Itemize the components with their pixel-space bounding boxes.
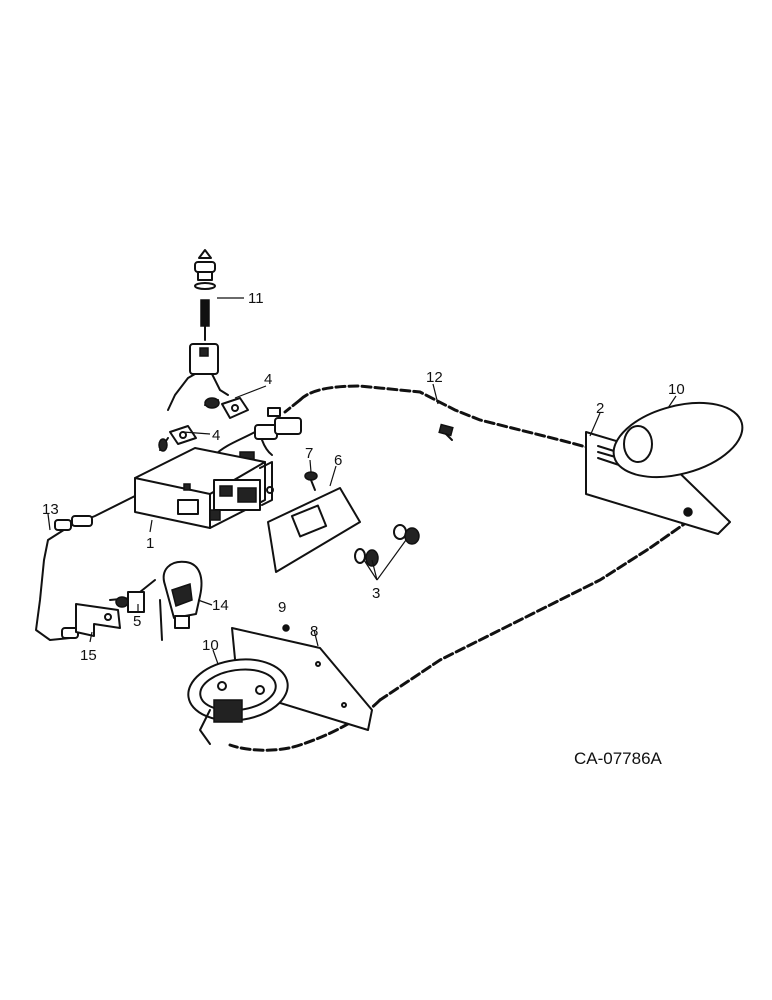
- speaker-left: [187, 658, 289, 745]
- radio-wiring-plug: [214, 407, 302, 463]
- harness-connectors: [438, 423, 454, 441]
- antenna-lead-bracket: [75, 603, 121, 637]
- callout-2: 2: [596, 400, 604, 417]
- callout-8: 8: [310, 623, 318, 640]
- radio-unit: [134, 447, 274, 529]
- callout-4-lower: 4: [212, 427, 220, 444]
- screw: [304, 471, 318, 491]
- callout-10-left: 10: [202, 637, 219, 654]
- knobs: [354, 524, 420, 567]
- callout-6: 6: [334, 452, 342, 469]
- callout-15: 15: [80, 647, 97, 664]
- callout-14: 14: [212, 597, 229, 614]
- leader-lines: [47, 297, 677, 665]
- callout-4-upper: 4: [264, 371, 272, 388]
- callout-3: 3: [372, 585, 380, 602]
- callout-13: 13: [42, 501, 59, 518]
- callout-12: 12: [426, 369, 443, 386]
- callout-labels: 11 4 4 12 2 10 7 6 1 13 3 14 5 15 9 8 10: [42, 290, 685, 664]
- callout-9: 9: [278, 599, 286, 616]
- callout-5: 5: [133, 613, 141, 630]
- callout-7: 7: [305, 445, 313, 462]
- callout-1: 1: [146, 535, 154, 552]
- mounting-brackets: [158, 397, 249, 452]
- callout-11: 11: [248, 290, 264, 307]
- drawing-code: CA-07786A: [574, 749, 663, 768]
- antenna-lead: [35, 495, 136, 641]
- antenna: [167, 249, 229, 411]
- callout-10-right: 10: [668, 381, 685, 398]
- bezel-plate: [267, 487, 361, 573]
- panel-screw: [282, 624, 290, 632]
- connector-clip: [109, 579, 156, 613]
- speaker-right: [612, 401, 744, 479]
- microphone: [159, 560, 203, 641]
